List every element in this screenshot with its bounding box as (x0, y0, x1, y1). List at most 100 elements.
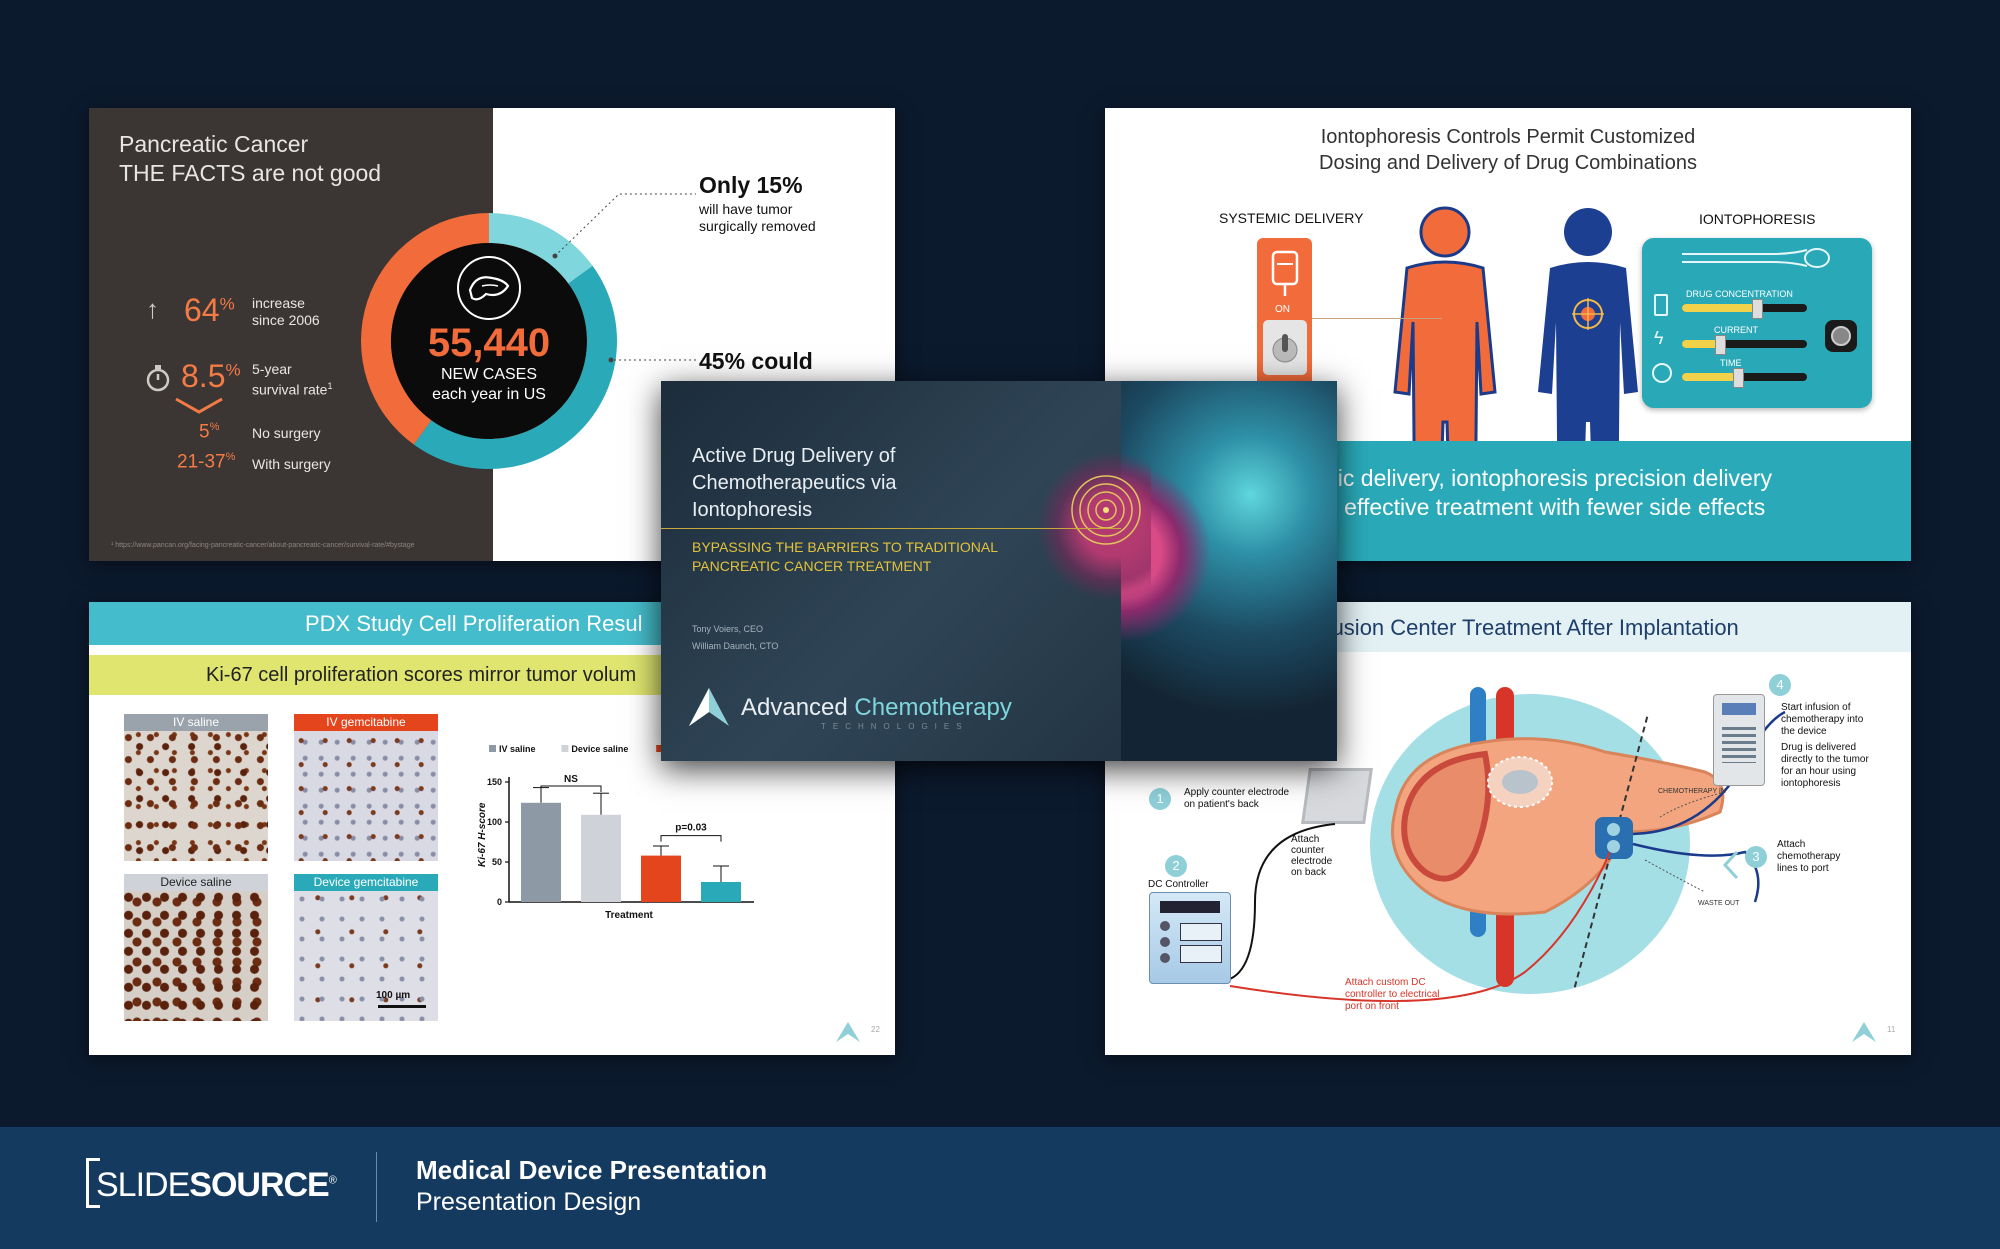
time-knob[interactable] (1733, 368, 1745, 388)
footer-heading: Medical Device Presentation (416, 1155, 768, 1185)
donut-arcs (361, 213, 617, 469)
step3-text: Attach chemotherapy lines to port (1777, 839, 1840, 875)
stat1-number: 64 (184, 292, 220, 328)
drug-concentration-knob[interactable] (1752, 299, 1763, 319)
summary-banner-text: nic delivery, iontophoresis precision de… (1325, 464, 1772, 522)
histology-image: 100 µm (294, 891, 438, 1021)
pancreas-icon (457, 256, 521, 320)
iv-bag-icon (1265, 248, 1305, 303)
chart-xlabel: Treatment (605, 910, 653, 921)
scale-bar (378, 1005, 426, 1008)
target-rings (1069, 473, 1143, 547)
histology-panel-device-gemcitabine: Device gemcitabine 100 µm (294, 874, 438, 1024)
histology-image (294, 731, 438, 861)
title-line3: Iontophoresis (692, 499, 813, 521)
chart-bar (521, 802, 561, 902)
callout1-line1: will have tumor (699, 201, 793, 217)
iontophoresis-panel: DRUG CONCENTRATION ϟ CURRENT TIME (1642, 238, 1872, 408)
stat4-label: With surgery (252, 456, 331, 472)
step3-line1: Attach (1777, 839, 1806, 850)
step4-line2: chemotherapy into (1781, 714, 1864, 725)
catheter-icon (1682, 244, 1832, 279)
controller-screen (1180, 923, 1222, 941)
pancreas-illustration (1391, 737, 1725, 916)
chevron-left-icon (1722, 850, 1740, 885)
slide1-title-line1: Pancreatic Cancer (119, 131, 309, 157)
step4-line7: iontophoresis (1781, 778, 1841, 789)
stat1-value: 64% (184, 292, 235, 329)
up-arrow-icon: ↑ (146, 294, 159, 324)
logo-registered: ® (328, 1174, 337, 1187)
step2-badge: 2 (1165, 855, 1187, 877)
infusion-pump-device (1713, 694, 1765, 786)
donut-segment (361, 213, 489, 445)
stat1-label-line1: increase (252, 295, 305, 311)
new-cases-label: NEW CASES (441, 366, 537, 383)
y-tick-label: 0 (497, 897, 502, 907)
logo-word-advanced: Advanced (741, 694, 848, 721)
footer-subheading: Presentation Design (416, 1188, 642, 1216)
step4-line5: directly to the tumor (1781, 754, 1869, 765)
legend-label: Device saline (571, 744, 628, 754)
company-logo-text: Advanced Chemotherapy (741, 694, 1012, 722)
slide4-title: y Infusion Center Treatment After Implan… (1290, 615, 1739, 640)
page-number: 11 (1887, 1025, 1896, 1034)
significance-bracket (660, 835, 722, 842)
controller-knob (1160, 921, 1170, 931)
histology-panel-iv-saline: IV saline (124, 714, 268, 864)
chart-bar (641, 855, 681, 902)
gold-divider (661, 528, 1121, 529)
histology-panel-device-saline: Device saline (124, 874, 268, 1024)
iontophoresis-label: IONTOPHORESIS (1699, 211, 1816, 227)
chart-bars (521, 785, 741, 902)
power-button-dial (1831, 326, 1851, 346)
company-logo-icon (685, 684, 733, 735)
slide-pancreatic-facts[interactable]: Pancreatic Cancer THE FACTS are not good… (89, 108, 895, 561)
attach-electrode-text: Attach counter electrode on back (1291, 834, 1332, 878)
legend-swatch (489, 745, 496, 752)
y-tick-label: 150 (487, 777, 502, 787)
stat3-value: 5% (199, 421, 219, 443)
y-tick-label: 100 (487, 817, 502, 827)
current-slider[interactable] (1682, 335, 1807, 355)
current-knob[interactable] (1714, 335, 1726, 355)
pump-screen (1722, 703, 1756, 715)
step4-text: Start infusion of chemotherapy into the … (1781, 702, 1869, 790)
summary-line1: nic delivery, iontophoresis precision de… (1325, 465, 1773, 491)
attach-line2: counter (1291, 845, 1325, 856)
drug-concentration-label: DRUG CONCENTRATION (1686, 289, 1793, 299)
logo-word-chemotherapy: Chemotherapy (854, 694, 1012, 721)
chart-annotation-pvalue: p=0.03 (675, 823, 707, 834)
callout-lines (552, 193, 696, 363)
stat2-unit: % (225, 360, 241, 380)
drug-concentration-fill (1682, 304, 1757, 312)
chart-bar (701, 882, 741, 902)
toggle-switch[interactable] (1263, 320, 1307, 375)
panel-label-device-gemcitabine: Device gemcitabine (294, 874, 438, 891)
new-cases-number: 55,440 (428, 321, 550, 365)
drug-concentration-slider[interactable] (1682, 299, 1807, 319)
stat2-label-line1: 5-year (252, 361, 292, 377)
panel-label-device-saline: Device saline (124, 874, 268, 891)
slide-title-center[interactable]: Active Drug Delivery of Chemotherapeutic… (661, 381, 1337, 761)
presentation-title: Active Drug Delivery of Chemotherapeutic… (692, 443, 897, 524)
new-cases-sublabel: each year in US (432, 386, 546, 403)
implanted-port[interactable] (1595, 817, 1633, 859)
slide3-title: PDX Study Cell Proliferation Resul (305, 611, 643, 636)
cancer-cell-image (1121, 381, 1337, 761)
act-logo-icon (1850, 1020, 1878, 1051)
slide1-title: Pancreatic Cancer THE FACTS are not good (119, 130, 381, 188)
legend-swatch (561, 745, 569, 752)
slide-iontophoresis-controls[interactable]: Iontophoresis Controls Permit Customized… (1105, 108, 1911, 561)
footer-divider (376, 1152, 377, 1222)
stat4-value: 21-37% (177, 451, 235, 473)
step4-line4: Drug is delivered (1781, 742, 1857, 753)
vial-icon (1654, 294, 1668, 316)
logo-part-source: SOURCE (189, 1166, 329, 1204)
attach-line3: electrode (1291, 856, 1333, 867)
time-slider[interactable] (1682, 368, 1807, 388)
power-button[interactable] (1825, 320, 1857, 352)
stat3-number: 5 (199, 421, 210, 443)
subtitle-line1: BYPASSING THE BARRIERS TO TRADITIONAL (692, 539, 999, 555)
